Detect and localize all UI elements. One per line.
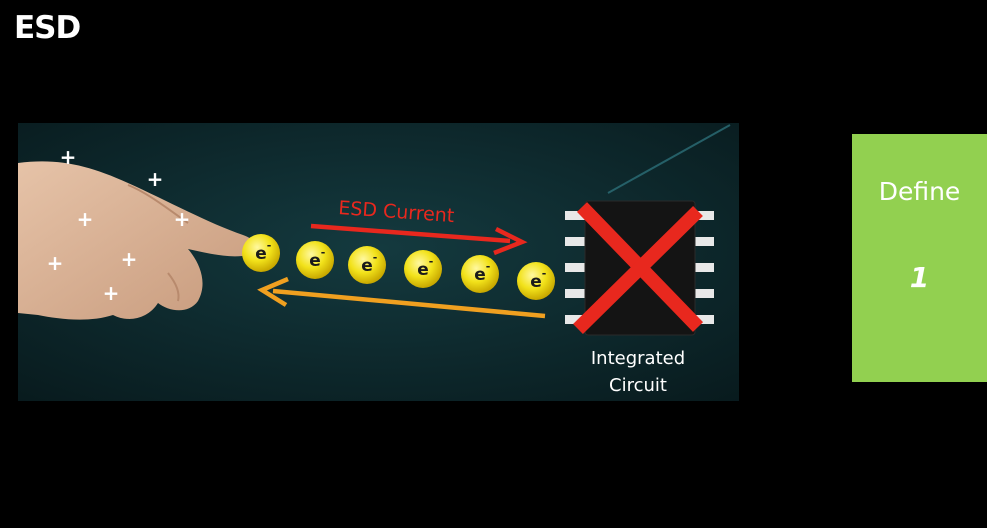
electron-icon: e -	[404, 250, 442, 288]
charge-plus: +	[103, 281, 120, 305]
charge-plus: +	[121, 247, 138, 271]
electron-icon: e -	[517, 262, 555, 300]
arrow-right-icon	[310, 223, 528, 256]
svg-text:-: -	[267, 239, 272, 252]
arrow-left-icon	[257, 276, 546, 319]
svg-text:e: e	[474, 265, 486, 285]
svg-text:-: -	[373, 251, 378, 264]
electron-icon: e -	[242, 234, 280, 272]
hand-icon	[18, 161, 257, 320]
electron-icon: e -	[296, 241, 334, 279]
ic-label-line1: Integrated	[591, 348, 685, 369]
slide-title: ESD	[14, 10, 81, 46]
svg-text:-: -	[429, 255, 434, 268]
electron-icon: e -	[348, 246, 386, 284]
charge-plus: +	[60, 145, 77, 169]
svg-text:-: -	[486, 260, 491, 273]
charge-signs: + + + + + + +	[47, 145, 191, 305]
svg-text:e: e	[530, 272, 542, 292]
electron-icon: e -	[461, 255, 499, 293]
svg-text:e: e	[417, 260, 429, 280]
define-label: Define	[878, 177, 961, 206]
define-card[interactable]: Define 1	[852, 134, 987, 382]
svg-text:e: e	[309, 251, 321, 271]
svg-text:e: e	[361, 256, 373, 276]
charge-plus: +	[174, 207, 191, 231]
charge-plus: +	[77, 207, 94, 231]
esd-illustration: + + + + + + + ESD Current e - e -	[18, 123, 739, 401]
electrons: e - e - e - e - e -	[242, 234, 555, 300]
define-number: 1	[909, 261, 930, 294]
ic-label-line2: Circuit	[609, 375, 667, 396]
svg-text:-: -	[542, 267, 547, 280]
red-x-icon	[573, 202, 704, 334]
charge-plus: +	[147, 167, 164, 191]
light-streak	[607, 124, 731, 194]
charge-plus: +	[47, 251, 64, 275]
svg-text:e: e	[255, 244, 267, 264]
svg-text:-: -	[321, 246, 326, 259]
